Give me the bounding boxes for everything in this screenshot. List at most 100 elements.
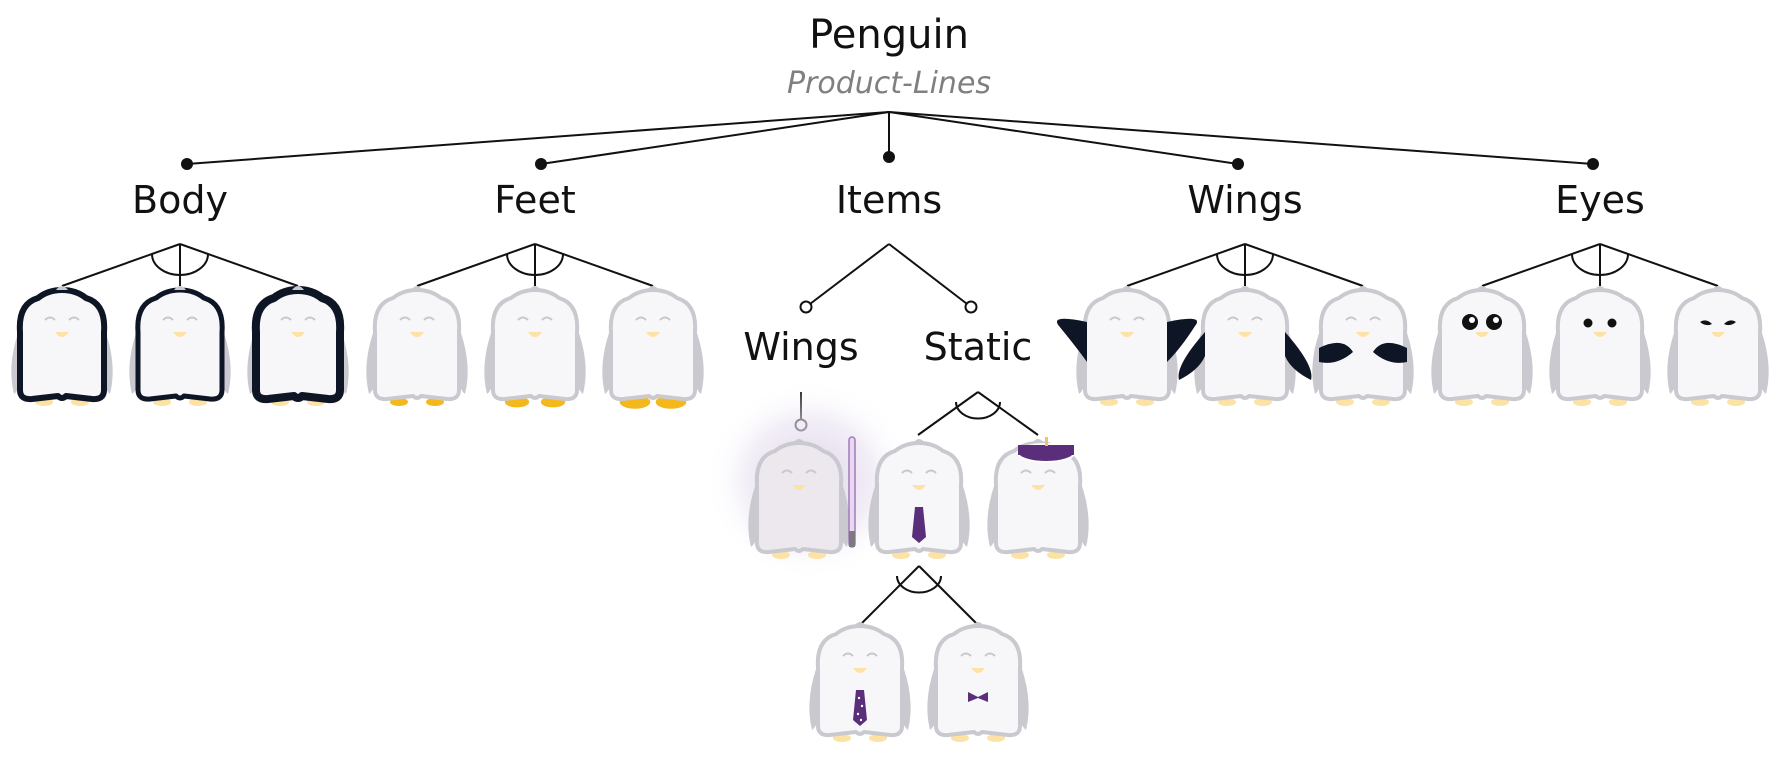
penguin-eye-shine xyxy=(1493,317,1499,323)
penguin-tuft xyxy=(411,286,423,290)
penguin-tuft xyxy=(292,286,304,290)
penguin-tuft xyxy=(1476,286,1488,290)
edge-root-body xyxy=(186,111,890,165)
edge-feet-variant-left xyxy=(416,243,536,287)
optional-dot-items-static xyxy=(964,300,978,314)
edge-eyes-variant-left xyxy=(1481,243,1601,287)
tie-icon xyxy=(912,507,926,543)
edge-wings-variant-left xyxy=(1126,243,1246,287)
tie-dot xyxy=(856,712,860,716)
penguin-body-variant-3 xyxy=(247,286,349,406)
mandatory-dot-body xyxy=(181,158,193,170)
penguin-tuft xyxy=(1594,286,1606,290)
mandatory-dot-items xyxy=(883,151,895,163)
mandatory-dot-wings xyxy=(1232,158,1244,170)
penguin-item-tie-dotted xyxy=(809,622,911,742)
edge-feet-variant-right xyxy=(534,243,654,287)
penguin-beak xyxy=(291,332,305,337)
penguin-tuft xyxy=(1121,286,1133,290)
penguin-body xyxy=(1318,288,1408,402)
penguin-eye-left xyxy=(960,652,972,657)
penguin-eye-right xyxy=(1251,316,1263,321)
feature-label-wings: Wings xyxy=(1187,178,1303,222)
wing-folded-left xyxy=(1319,342,1353,363)
penguin-eye-left xyxy=(1227,316,1239,321)
penguin-beak xyxy=(646,332,660,337)
penguin-body xyxy=(815,624,905,738)
penguin-beak xyxy=(1356,332,1370,337)
penguin-beak xyxy=(1593,332,1607,337)
penguin-item-hat xyxy=(987,437,1089,559)
root-subtitle: Product-Lines xyxy=(786,66,992,101)
penguin-eye-left xyxy=(781,469,793,474)
penguin-eye-right xyxy=(1369,316,1381,321)
penguin-body-variant-1 xyxy=(11,286,113,406)
edge-items-static xyxy=(888,243,972,308)
penguin-eye-right xyxy=(1044,469,1056,474)
penguin-beak xyxy=(1238,332,1252,337)
wing-diagonal-right xyxy=(1285,332,1312,380)
penguin-beak xyxy=(1120,332,1134,337)
wing-raised-right xyxy=(1167,318,1198,362)
penguin-eye-left xyxy=(1583,318,1593,328)
tie-dot xyxy=(860,704,864,708)
edge-eyes-variant-right xyxy=(1599,243,1719,287)
penguin-eye-left xyxy=(842,652,854,657)
penguin-eye-right xyxy=(1724,320,1736,326)
penguin-body xyxy=(754,441,844,555)
penguin-beak xyxy=(55,332,69,337)
penguin-body xyxy=(608,288,698,402)
feature-label-eyes: Eyes xyxy=(1555,178,1645,222)
lightsaber-icon xyxy=(848,436,856,548)
penguin-tuft xyxy=(793,439,805,443)
penguin-body xyxy=(16,287,108,403)
penguin-body-variant-2 xyxy=(129,286,231,406)
lightsaber-hilt xyxy=(849,531,855,547)
edge-root-feet xyxy=(540,111,890,165)
penguin-eye-left xyxy=(44,316,56,321)
penguin-eye-left xyxy=(280,316,292,321)
penguin-tuft xyxy=(1357,286,1369,290)
alternative-arc-static xyxy=(955,401,1001,420)
penguin-tuft xyxy=(174,286,186,290)
penguin-item-bowtie xyxy=(927,622,1029,742)
penguin-eye-left xyxy=(1700,320,1712,326)
edge-root-wings xyxy=(888,111,1239,165)
penguin-eyes-variant-2 xyxy=(1549,286,1651,406)
penguin-feet-variant-3 xyxy=(602,286,704,409)
penguin-eye-left xyxy=(1020,469,1032,474)
penguin-eye-right xyxy=(541,316,553,321)
wing-diagonal-left xyxy=(1178,332,1205,380)
penguin-beak xyxy=(528,332,542,337)
alternative-arc-eyes xyxy=(1571,253,1629,276)
edge-tie-bowtie xyxy=(918,565,979,626)
edge-static-hat xyxy=(977,391,1039,436)
penguin-body xyxy=(135,287,225,402)
penguin-eye-left xyxy=(1345,316,1357,321)
subfeature-label-wings: Wings xyxy=(743,325,859,369)
penguin-tuft xyxy=(854,622,866,626)
tie-dot xyxy=(859,718,863,722)
penguin-tuft xyxy=(647,286,659,290)
subfeature-label-static: Static xyxy=(923,325,1033,369)
penguin-beak xyxy=(971,668,985,673)
penguin-eye-left xyxy=(162,316,174,321)
tie-dotted-icon xyxy=(853,690,867,726)
penguin-beak xyxy=(912,485,926,490)
penguin-body xyxy=(1437,288,1527,402)
penguin-wings-variant-1 xyxy=(1056,286,1198,406)
penguin-wings-variant-2 xyxy=(1178,286,1312,406)
penguin-tuft xyxy=(972,622,984,626)
penguin-body xyxy=(1673,288,1763,402)
edge-root-eyes xyxy=(888,111,1594,165)
penguin-beak xyxy=(410,332,424,337)
penguin-body xyxy=(490,288,580,402)
penguin-eye-left xyxy=(901,469,913,474)
penguin-eye-right xyxy=(659,316,671,321)
penguin-beak xyxy=(1475,332,1489,337)
root-title: Penguin xyxy=(809,12,969,58)
penguin-item-tie xyxy=(868,439,970,559)
penguin-eye-left xyxy=(1109,316,1121,321)
penguin-eye-right xyxy=(1133,316,1145,321)
penguin-eye-right xyxy=(805,469,817,474)
